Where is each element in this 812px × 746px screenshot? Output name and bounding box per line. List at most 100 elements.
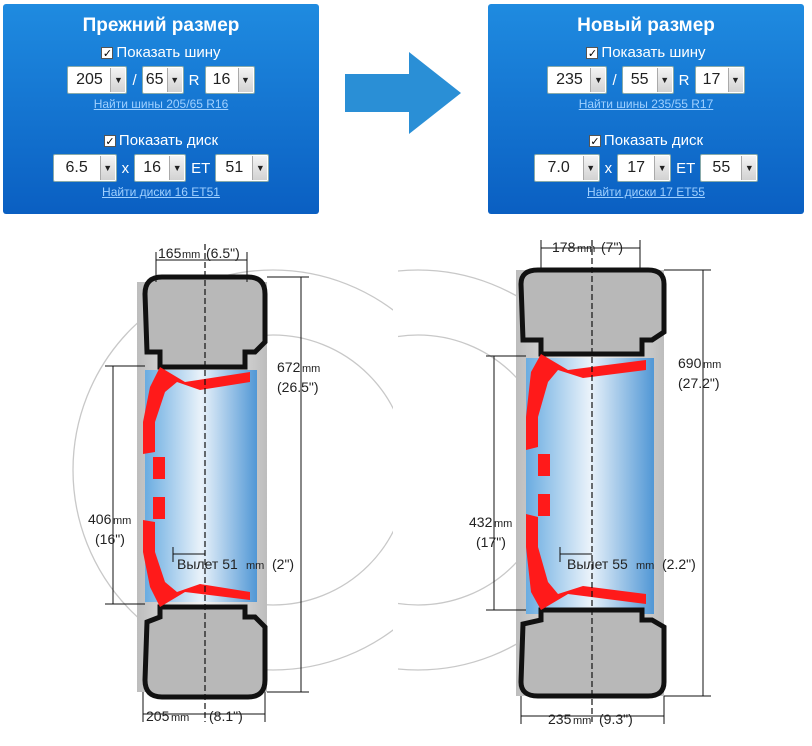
chevron-down-icon[interactable]: ▼ [654,156,670,180]
old-tire-profile-select[interactable]: 65▼ [141,66,184,94]
height-inches: (26.5") [277,379,319,395]
disk-top-profile [526,354,646,450]
bottom-width-unit: mm [171,712,189,724]
old-rim-diameter-select[interactable]: 16 ▼ [204,66,255,94]
chevron-down-icon[interactable]: ▼ [590,68,606,92]
old-disk-selects: 6.5▼ x 16▼ ET 51▼ [3,153,319,183]
height-number: 672 [277,359,301,375]
tire-slash: / [612,71,617,89]
new-tire-profile-value: 55 [630,71,649,88]
old-wheel-svg: 165 mm (6.5") 672 mm (26.5") 406 mm (16"… [72,244,474,724]
new-tire-profile-select[interactable]: 55 ▼ [621,66,674,94]
height-unit: mm [703,359,721,371]
checkbox-checked-icon[interactable]: ✓ [103,135,116,148]
old-disk-diameter-select[interactable]: 16▼ [134,154,187,182]
new-size-title: Новый размер [577,15,715,36]
top-width-unit: mm [182,249,200,261]
chevron-down-icon[interactable]: ▼ [656,68,672,92]
chevron-down-icon[interactable]: ▼ [99,156,115,180]
bottom-width-number: 235 [548,711,572,727]
wheel-hub [526,358,654,614]
new-find-tires-link[interactable]: Найти шины 235/55 R17 [578,97,714,111]
disk-spoke [538,454,550,476]
old-show-disk-row[interactable]: ✓ Показать диск [3,132,319,150]
rim-number: 432 [469,514,493,530]
top-width-number: 178 [552,239,576,255]
disk-spoke [153,497,165,519]
bottom-width-unit: mm [573,715,591,727]
offset-text: Вылет 51 [177,556,238,572]
new-disk-et-value: 55 [712,159,731,176]
checkbox-checked-icon[interactable]: ✓ [101,47,114,60]
chevron-down-icon[interactable]: ▼ [582,156,598,180]
disk-spoke [538,494,550,516]
old-wheel-diagram: 165 mm (6.5") 672 mm (26.5") 406 mm (16"… [5,222,474,741]
top-width-unit: mm [577,243,595,255]
disk-top-profile [143,367,250,454]
chevron-down-icon[interactable]: ▼ [252,156,268,180]
height-number: 690 [678,355,702,371]
rim-inches: (16") [95,531,125,547]
wheel-hub [145,370,257,602]
rim-inches: (17") [476,534,506,550]
offset-unit: mm [636,560,654,572]
offset-unit: mm [246,560,264,572]
new-show-disk-row[interactable]: ✓ Показать диск [488,132,804,150]
height-unit: mm [302,363,320,375]
rim-unit: mm [494,518,512,530]
rim-unit: mm [113,515,131,527]
new-show-tire-row[interactable]: ✓ Показать шину [488,44,804,62]
top-width-inches: (6.5") [206,245,240,261]
new-show-disk-label: Показать диск [603,132,704,149]
bottom-width-inches: (9.3") [599,711,633,727]
chevron-down-icon[interactable]: ▼ [237,68,253,92]
new-wheel-diagram: 178 mm (7") 690 mm (27.2") 432 mm (17") … [217,222,786,741]
rim-number: 406 [88,511,112,527]
rim-letter: R [678,71,690,89]
new-wheel-svg: 178 mm (7") 690 mm (27.2") 432 mm (17") … [217,239,721,727]
new-rim-diameter-select[interactable]: 17 ▼ [694,66,745,94]
disk-x: x [121,159,130,177]
new-disk-width-value: 7.0 [547,159,570,176]
top-width-number: 165 [158,245,182,261]
old-tire-width-value: 205 [76,71,103,88]
new-rim-diameter-value: 17 [702,71,721,88]
old-disk-et-value: 51 [225,159,244,176]
offset-inches: (2") [272,556,294,572]
new-disk-diameter-value: 17 [627,159,646,176]
height-inches: (27.2") [678,375,720,391]
old-show-tire-label: Показать шину [116,44,221,61]
bottom-width-number: 205 [146,708,170,724]
new-disk-selects: 7.0▼ x 17▼ ET 55▼ [488,153,804,183]
chevron-down-icon[interactable]: ▼ [169,156,185,180]
chevron-down-icon[interactable]: ▼ [166,68,182,92]
old-tire-profile-value: 65 [145,71,164,88]
old-rim-diameter-value: 16 [212,71,231,88]
old-disk-et-select[interactable]: 51 ▼ [215,154,270,182]
chevron-down-icon[interactable]: ▼ [741,156,757,180]
checkbox-checked-icon[interactable]: ✓ [588,135,601,148]
old-find-disks-link[interactable]: Найти диски 16 ET51 [102,185,220,199]
old-find-tires-link[interactable]: Найти шины 205/65 R16 [93,97,229,111]
new-size-panel: Новый размер ✓ Показать шину 235▼ / 55 ▼ … [488,4,804,214]
rim-letter: R [188,71,200,89]
new-tire-selects: 235▼ / 55 ▼ R 17 ▼ [488,65,804,95]
old-disk-width-select[interactable]: 6.5 ▼ [52,154,117,182]
et-label: ET [676,159,696,177]
chevron-down-icon[interactable]: ▼ [727,68,743,92]
new-disk-diameter-select[interactable]: 17 ▼ [617,154,672,182]
top-width-inches: (7") [601,239,623,255]
new-tire-width-select[interactable]: 235▼ [547,66,608,94]
checkbox-checked-icon[interactable]: ✓ [586,47,599,60]
chevron-down-icon[interactable]: ▼ [110,68,126,92]
new-find-disks-link[interactable]: Найти диски 17 ET55 [587,185,705,199]
disk-bottom-profile [143,520,250,607]
old-tire-selects: 205▼ / 65▼ R 16▼ [3,65,319,95]
old-disk-width-value: 6.5 [65,159,88,176]
old-tire-width-select[interactable]: 205 ▼ [67,66,128,94]
old-show-tire-row[interactable]: ✓ Показать шину [3,44,319,62]
new-disk-et-select[interactable]: 55 ▼ [700,154,759,182]
old-size-panel: Прежний размер ✓ Показать шину 205▼ / 65… [3,4,319,214]
new-disk-width-select[interactable]: 7.0 ▼ [533,154,600,182]
tire-slash: / [132,71,137,89]
